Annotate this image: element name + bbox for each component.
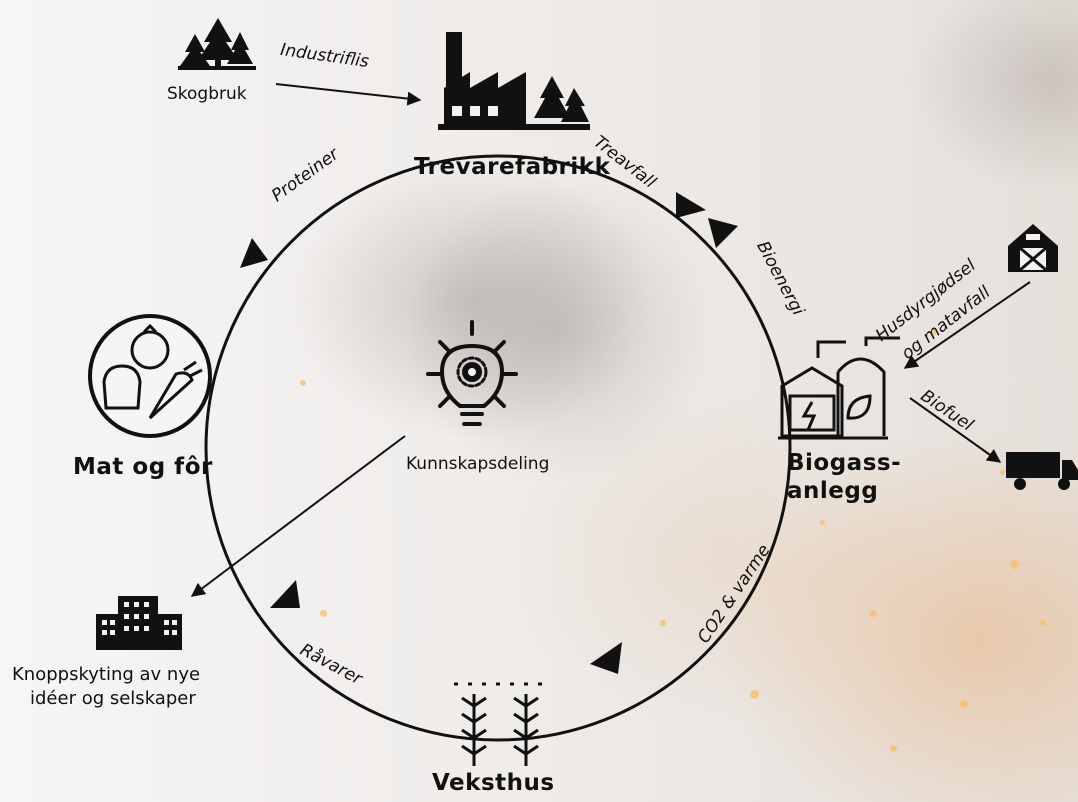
spark <box>1040 620 1046 626</box>
arrowhead-bioenergi <box>708 218 738 248</box>
factory-icon <box>438 32 590 130</box>
label-kunnskapsdeling: Kunnskapsdeling <box>406 454 550 474</box>
cycle-ring <box>204 154 792 742</box>
food-icon <box>88 314 212 438</box>
forest-icon <box>178 18 256 70</box>
arrowhead-ravarer <box>270 580 300 608</box>
arrowhead-proteiner <box>240 238 268 268</box>
label-biogass-line2: anlegg <box>787 478 879 504</box>
arrowhead-co2 <box>590 642 622 674</box>
lightbulb-gear-icon <box>426 320 518 426</box>
greenhouse-icon <box>454 682 546 766</box>
spark <box>870 610 877 617</box>
spark <box>1010 560 1019 569</box>
arrow-kunnskap <box>190 435 406 597</box>
label-skogbruk: Skogbruk <box>167 84 247 104</box>
spark <box>1000 470 1005 475</box>
barn-icon <box>1008 224 1058 272</box>
truck-icon <box>1006 452 1078 490</box>
arrow-husdyrgjodsel <box>903 281 1031 369</box>
label-biogass-line1: Biogass- <box>787 450 902 476</box>
arrowhead-treavfall <box>676 192 706 218</box>
label-mat-og-for: Mat og fôr <box>73 454 213 480</box>
buildings-icon <box>96 596 182 650</box>
spark <box>960 700 968 708</box>
spark <box>320 610 327 617</box>
label-veksthus: Veksthus <box>432 770 555 796</box>
spark <box>300 380 306 386</box>
label-knoppskyting-line2: idéer og selskaper <box>30 688 196 709</box>
spark <box>750 690 759 699</box>
spark <box>820 520 825 525</box>
spark <box>890 745 897 752</box>
arrow-biofuel <box>909 397 1002 463</box>
label-knoppskyting-line1: Knoppskyting av nye <box>12 664 201 685</box>
spark <box>930 330 936 336</box>
spark <box>660 620 666 626</box>
biogas-plant-icon <box>778 336 900 440</box>
arrow-industriflis <box>275 83 422 106</box>
label-trevarefabrikk: Trevarefabrikk <box>414 154 611 180</box>
